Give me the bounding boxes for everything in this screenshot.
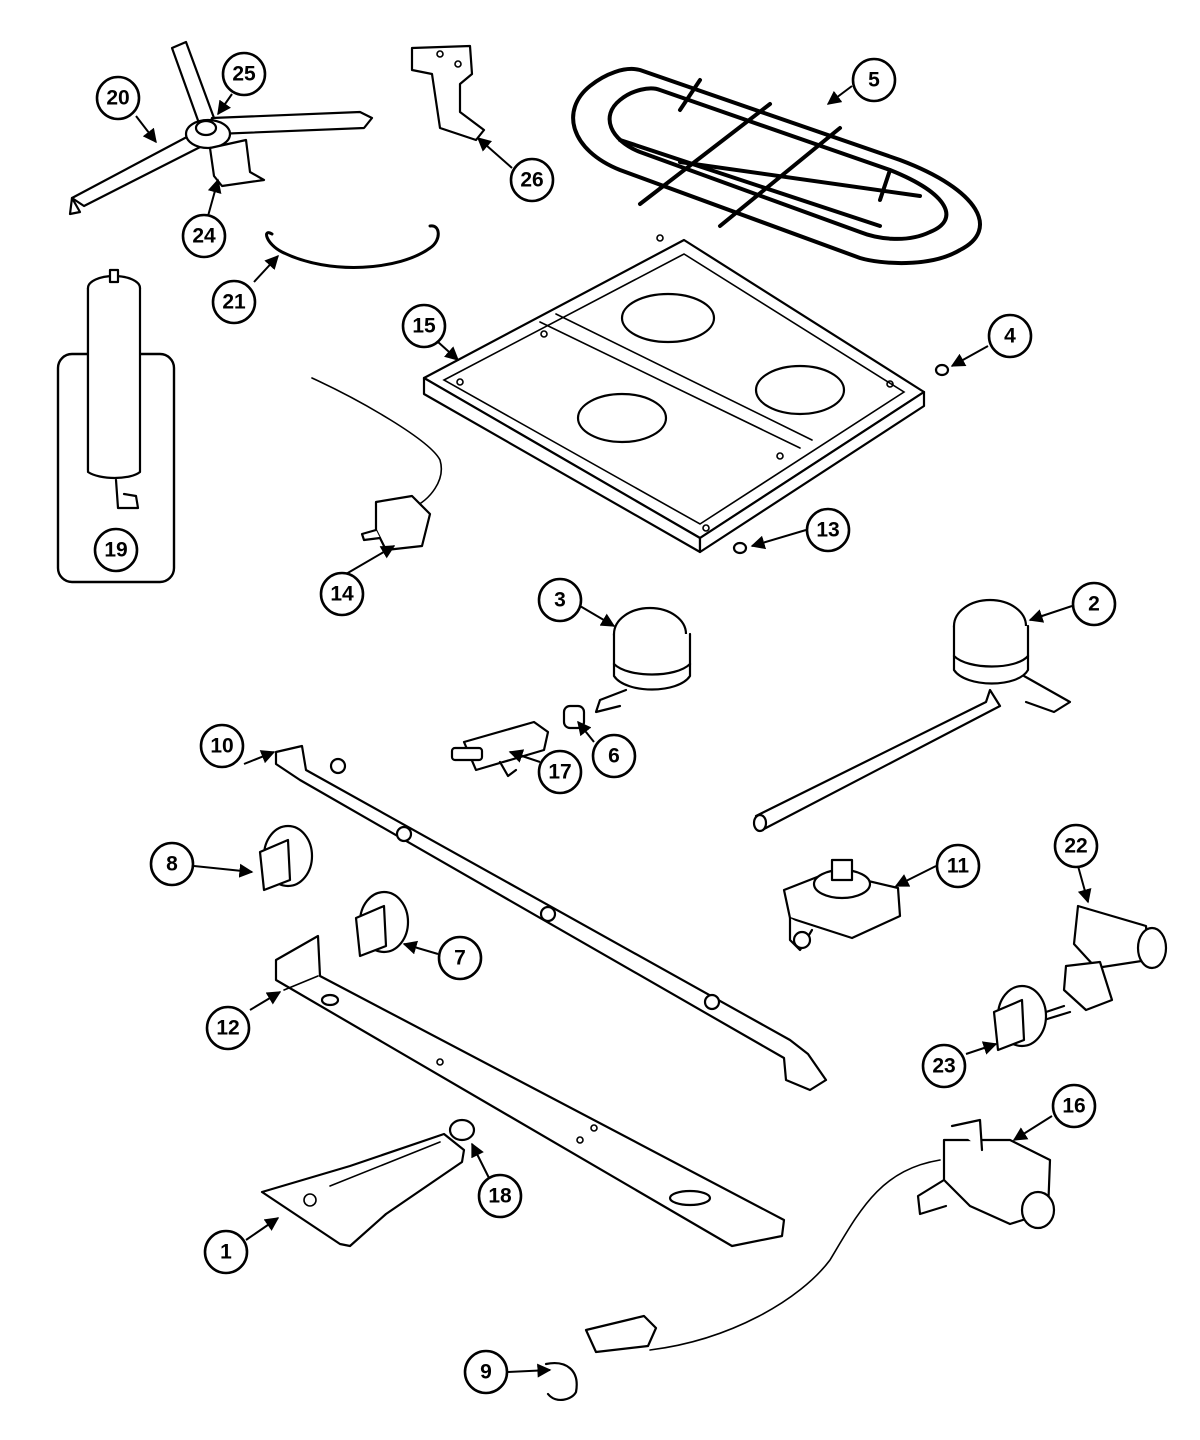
callout-label: 15 [412,315,436,338]
bracket-26 [410,44,486,142]
callout-label: 16 [1062,1095,1085,1118]
valve-fitting-17 [450,720,550,778]
knob-8 [258,824,314,892]
callout-label: 3 [554,589,566,612]
callout-label: 2 [1088,593,1100,616]
callout-5: 5 [851,57,897,103]
callout-label: 13 [816,519,839,542]
callout-label: 22 [1064,835,1087,858]
cooktop-grate-5 [571,67,982,266]
wire-clip-21 [265,224,440,269]
callout-23: 23 [921,1043,967,1089]
callout-20: 20 [95,75,141,121]
callout-label: 11 [947,855,970,878]
igniter-9 [544,1314,658,1401]
callout-22: 22 [1053,823,1099,869]
callout-10: 10 [199,723,245,769]
callout-label: 8 [166,853,178,876]
valve-22 [1038,904,1168,1022]
callout-26: 26 [509,157,555,203]
callout-4: 4 [987,313,1033,359]
callout-label: 10 [210,735,233,758]
callout-label: 14 [330,583,354,606]
callout-18: 18 [477,1173,523,1219]
manifold-10 [274,744,828,1092]
burner-shield-1 [260,1118,476,1248]
nut-4 [934,363,950,377]
callout-label: 5 [868,69,880,92]
burner-3 [594,606,692,714]
callout-1: 1 [203,1229,249,1275]
callout-label: 23 [932,1055,955,1078]
panel-bracket-12 [274,934,786,1248]
callout-14: 14 [319,571,365,617]
callout-24: 24 [181,213,227,259]
callout-label: 18 [488,1185,512,1208]
callout-label: 20 [106,87,129,110]
switch-14 [311,377,443,552]
callout-2: 2 [1071,581,1117,627]
callout-9: 9 [463,1349,509,1395]
callout-label: 17 [548,761,571,784]
valve-16 [649,1118,1056,1351]
callout-25: 25 [221,51,267,97]
burner-spreader-assembly [68,40,374,216]
ignition-module-19 [56,268,176,584]
callout-label: 9 [480,1361,492,1384]
callout-21: 21 [211,279,257,325]
callout-label: 12 [216,1017,239,1040]
callout-19: 19 [93,527,139,573]
callout-label: 25 [232,63,256,86]
screw-13 [732,541,748,555]
burner-2 [752,598,1072,833]
callout-label: 21 [222,291,246,314]
callout-16: 16 [1051,1083,1097,1129]
callout-label: 19 [104,539,127,562]
callout-label: 26 [520,169,543,192]
leader-lines [135,85,1092,1378]
knob-7 [354,890,410,958]
callout-13: 13 [805,507,851,553]
callout-8: 8 [149,841,195,887]
callout-label: 1 [220,1241,232,1264]
burner-box-15 [422,234,926,554]
callout-label: 24 [192,225,216,248]
callout-7: 7 [437,935,483,981]
callout-6: 6 [591,733,637,779]
callout-12: 12 [205,1005,251,1051]
callout-label: 4 [1004,325,1016,348]
callout-label: 7 [454,947,466,970]
callout-11: 11 [935,843,981,889]
regulator-11 [782,858,902,952]
knob-23 [992,984,1048,1052]
callout-3: 3 [537,577,583,623]
callout-label: 6 [608,745,620,768]
callout-17: 17 [537,749,583,795]
callout-15: 15 [401,303,447,349]
